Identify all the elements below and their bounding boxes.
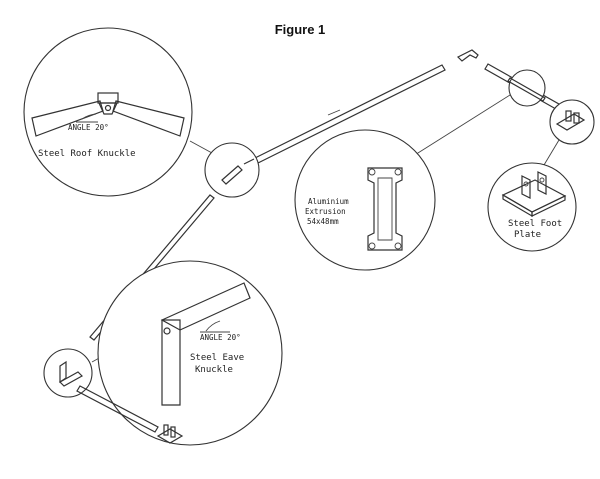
eave-rafter bbox=[160, 282, 251, 331]
foot-plate-lug-right bbox=[537, 171, 547, 195]
eave-knuckle-label-2: Knuckle bbox=[195, 365, 233, 375]
foot-plate-hole-b bbox=[539, 177, 545, 183]
eave-knuckle-detail-circle bbox=[97, 260, 283, 446]
leader-roof-knuckle bbox=[189, 140, 213, 154]
eave-angle-label: ANGLE 20° bbox=[200, 333, 241, 342]
extrusion-channel-b bbox=[394, 168, 402, 176]
upper-right-knuckle bbox=[456, 49, 479, 62]
extrusion-profile-inner bbox=[377, 177, 393, 241]
roof-knuckle-label: Steel Roof Knuckle bbox=[38, 149, 136, 159]
knuckle-joint-rafter-end bbox=[243, 158, 255, 165]
knuckle-joint-part bbox=[221, 165, 243, 185]
bottom-rail bbox=[76, 385, 159, 433]
roof-right-arm bbox=[112, 100, 185, 137]
eave-angle-arc bbox=[205, 320, 221, 332]
extrusion-label-2: Extrusion bbox=[305, 207, 346, 216]
top-right-foot-plate bbox=[555, 113, 586, 131]
eave-bolt bbox=[163, 327, 171, 335]
knuckle-joint-circle bbox=[204, 142, 260, 198]
bottom-foot-plate bbox=[156, 428, 184, 444]
leader-extrusion-top bbox=[327, 109, 341, 116]
leader-extrusion-right bbox=[409, 94, 511, 159]
foot-plate-detail: Steel Foot Plate bbox=[487, 162, 577, 252]
foot-plate-hole-a bbox=[523, 181, 529, 187]
foot-plate-label-1: Steel Foot bbox=[508, 219, 562, 229]
roof-angle-arc bbox=[81, 113, 97, 120]
eave-knuckle-label-1: Steel Eave bbox=[190, 353, 244, 363]
extrusion-channel-c bbox=[368, 242, 376, 250]
extrusion-channel-a bbox=[368, 168, 376, 176]
bottom-foot-lug-b bbox=[170, 426, 176, 438]
foot-plate-detail-circle bbox=[487, 162, 577, 252]
extrusion-channel-d bbox=[394, 242, 402, 250]
bottom-foot-lug-a bbox=[163, 424, 169, 436]
extrusion-detail: Aluminium Extrusion 54x48mm bbox=[294, 129, 436, 271]
top-right-foot-lug-a bbox=[565, 110, 572, 122]
top-right-foot-circle bbox=[549, 99, 595, 145]
roof-knuckle-detail: ANGLE 20° Steel Roof Knuckle bbox=[23, 27, 193, 197]
bottom-left-eave-arm bbox=[59, 371, 83, 387]
foot-plate-lug-left bbox=[521, 175, 531, 199]
top-right-rafter-section bbox=[507, 77, 546, 102]
roof-knuckle-detail-circle bbox=[23, 27, 193, 197]
foot-plate-label-2: Plate bbox=[514, 230, 541, 240]
roof-angle-label: ANGLE 20° bbox=[68, 123, 109, 132]
extrusion-label-3: 54x48mm bbox=[307, 217, 339, 226]
eave-knuckle-detail: ANGLE 20° Steel Eave Knuckle bbox=[97, 260, 283, 446]
eave-post bbox=[161, 319, 181, 406]
extrusion-label-1: Aluminium bbox=[308, 197, 349, 206]
foot-plate-edge-right bbox=[531, 195, 566, 217]
roof-knuckle-bolt bbox=[104, 104, 112, 112]
extrusion-profile-outer bbox=[367, 167, 403, 251]
bottom-left-eave-circle bbox=[43, 348, 93, 398]
figure-title: Figure 1 bbox=[274, 22, 326, 37]
roof-knuckle-body bbox=[98, 102, 118, 115]
top-right-foot-lug-b bbox=[573, 112, 580, 124]
